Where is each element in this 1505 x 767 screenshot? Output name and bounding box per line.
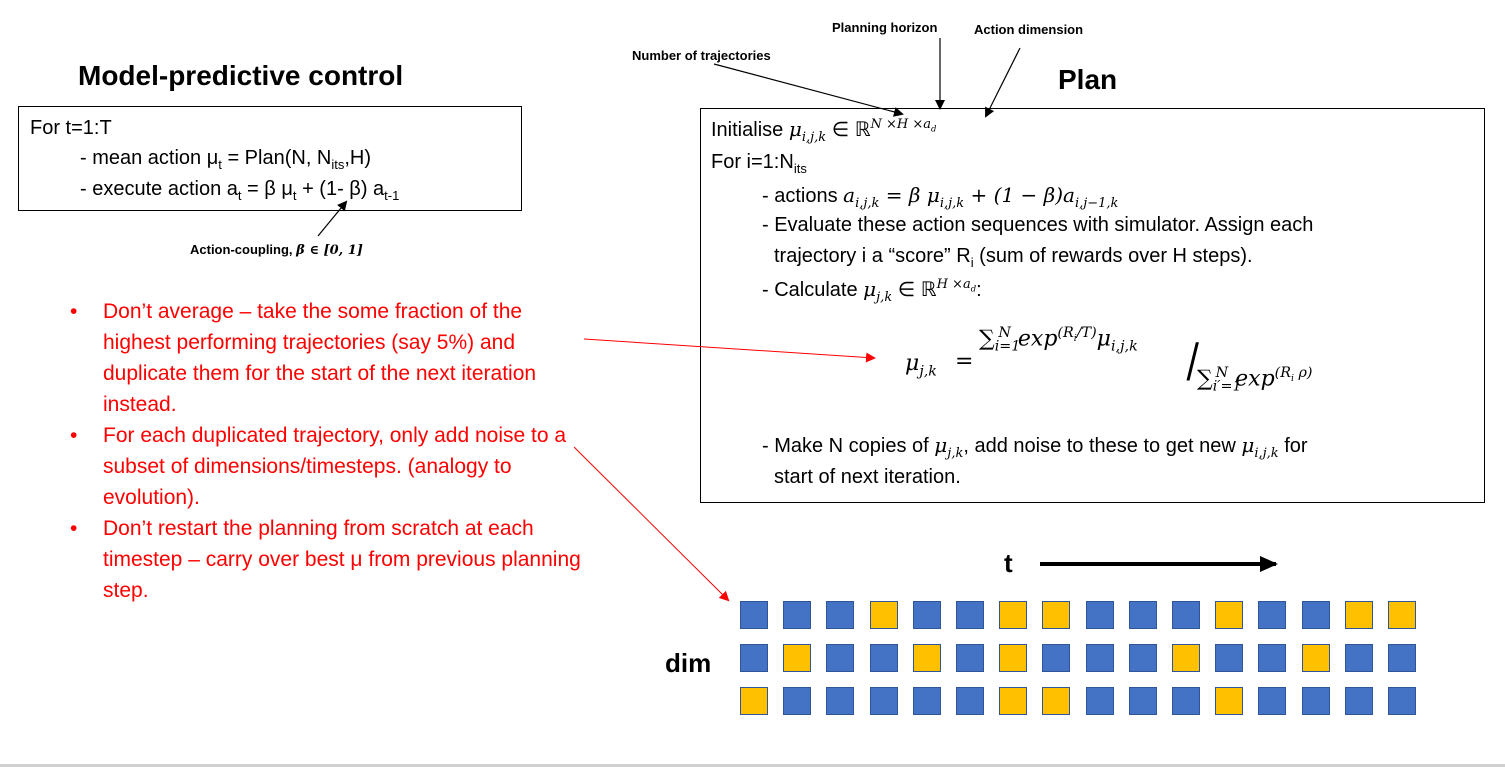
note-item: •Don’t average – take the some fraction … xyxy=(70,300,537,416)
grid-cell-noised xyxy=(1345,601,1373,629)
mpc-line-for: For t=1:T xyxy=(30,117,112,139)
grid-cell-noised xyxy=(1215,687,1243,715)
grid-cell-noised xyxy=(999,644,1027,672)
mpc-box: For t=1:T - mean action μt = Plan(N, Nit… xyxy=(18,106,522,211)
grid-cell-noised xyxy=(870,601,898,629)
grid-cell xyxy=(783,601,811,629)
softmax-equation: μj,k = ∑i=1N exp(Ri/T)μi,j,k / ∑i′=1N ex… xyxy=(905,325,1313,395)
grid-cell xyxy=(1215,644,1243,672)
dim-axis-label: dim xyxy=(665,648,712,678)
grid-cell-noised xyxy=(740,687,768,715)
grid-cell xyxy=(826,687,854,715)
grid-cell xyxy=(826,644,854,672)
planning-horizon-label: Planning horizon xyxy=(832,20,938,35)
plan-line-initialise: Initialise μi,j,k ∈ ℝN ×H ×ad xyxy=(711,117,937,145)
grid-cell xyxy=(740,601,768,629)
note-item: •For each duplicated trajectory, only ad… xyxy=(70,424,567,509)
grid-cell xyxy=(1258,601,1286,629)
grid-cell xyxy=(1042,644,1070,672)
arrow-action-dimension xyxy=(985,47,1021,118)
grid-cell xyxy=(913,687,941,715)
plan-line-actions: - actions ai,j,k = β μi,j,k + (1 − β)ai,… xyxy=(762,183,1119,211)
plan-line-for: For i=1:Nits xyxy=(711,151,807,176)
grid-cell-noised xyxy=(783,644,811,672)
grid-cell xyxy=(1388,687,1416,715)
plan-line-copies: - Make N copies of μj,k, add noise to th… xyxy=(762,433,1308,461)
grid-cell xyxy=(1302,687,1330,715)
arrow-number-of-trajectories xyxy=(713,63,904,117)
grid-cell xyxy=(783,687,811,715)
mpc-line-execute-action: - execute action at = β μt + (1- β) at-1 xyxy=(80,178,400,203)
grid-cell xyxy=(1172,601,1200,629)
grid-cell-noised xyxy=(999,601,1027,629)
plan-box: Initialise μi,j,k ∈ ℝN ×H ×ad For i=1:Ni… xyxy=(700,108,1485,503)
grid-cell-noised xyxy=(1215,601,1243,629)
grid-cell xyxy=(1086,601,1114,629)
plan-title: Plan xyxy=(1058,64,1118,95)
improvement-notes: •Don’t average – take the some fraction … xyxy=(70,296,590,606)
grid-cell-noised xyxy=(1388,601,1416,629)
grid-cell xyxy=(1302,601,1330,629)
grid-cell xyxy=(1258,687,1286,715)
plan-line-calculate: - Calculate μj,k ∈ ℝH ×ad: xyxy=(762,277,982,305)
grid-cell xyxy=(956,687,984,715)
grid-cell-noised xyxy=(1042,687,1070,715)
grid-cell xyxy=(956,601,984,629)
grid-cell-noised xyxy=(999,687,1027,715)
grid-cell-noised xyxy=(1302,644,1330,672)
plan-line-score: trajectory i a “score” Ri (sum of reward… xyxy=(774,245,1253,270)
grid-cell xyxy=(870,687,898,715)
grid-cell xyxy=(1129,687,1157,715)
grid-cell xyxy=(1129,601,1157,629)
grid-cell xyxy=(826,601,854,629)
grid-cell-noised xyxy=(1042,601,1070,629)
grid-cell xyxy=(956,644,984,672)
grid-cell xyxy=(1172,687,1200,715)
grid-cell-noised xyxy=(913,644,941,672)
grid-cell xyxy=(1086,644,1114,672)
bottom-divider xyxy=(0,764,1505,767)
grid-cell-noised xyxy=(1172,644,1200,672)
note-item: •Don’t restart the planning from scratch… xyxy=(70,517,581,602)
trajectory-grid xyxy=(740,601,1422,719)
plan-line-next-iteration: start of next iteration. xyxy=(774,466,961,488)
grid-cell xyxy=(1258,644,1286,672)
grid-cell xyxy=(1345,644,1373,672)
action-dimension-label: Action dimension xyxy=(974,22,1084,37)
action-coupling-label: Action-coupling, β ∈ [0, 1] xyxy=(190,242,363,258)
time-axis-label: t xyxy=(1004,548,1013,578)
mpc-line-mean-action: - mean action μt = Plan(N, Nits,H) xyxy=(80,147,372,172)
grid-cell xyxy=(870,644,898,672)
plan-line-evaluate: - Evaluate these action sequences with s… xyxy=(762,214,1314,236)
grid-cell xyxy=(1129,644,1157,672)
grid-cell xyxy=(1345,687,1373,715)
grid-cell xyxy=(1388,644,1416,672)
mpc-title: Model-predictive control xyxy=(78,60,404,91)
grid-cell xyxy=(913,601,941,629)
number-of-trajectories-label: Number of trajectories xyxy=(632,48,771,63)
grid-cell xyxy=(740,644,768,672)
grid-cell xyxy=(1086,687,1114,715)
